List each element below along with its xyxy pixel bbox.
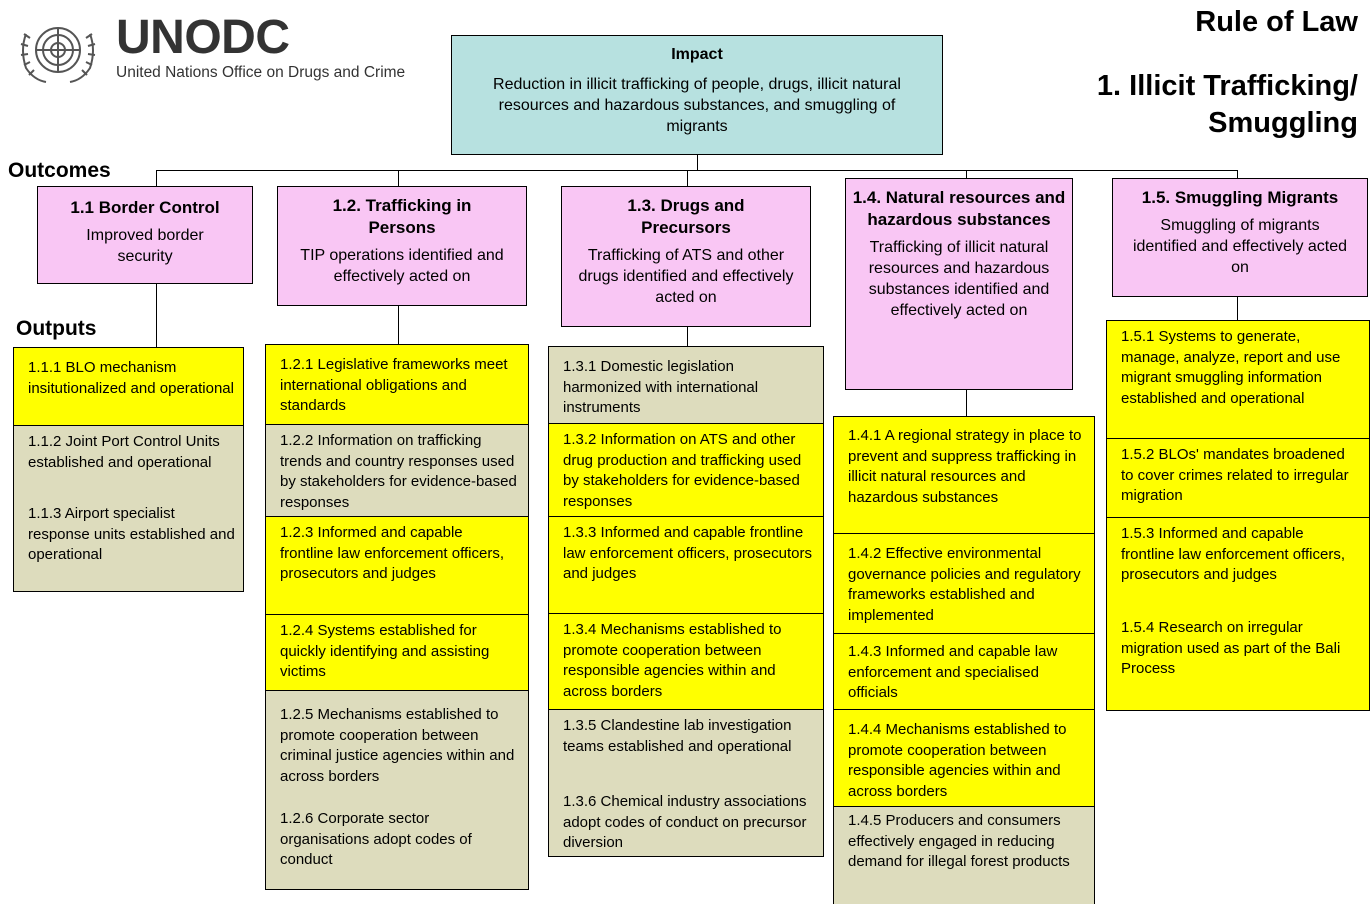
output-item: 1.3.3 Informed and capable frontline law… (549, 517, 823, 614)
output-item: 1.5.2 BLOs' mandates broadened to cover … (1107, 439, 1369, 518)
un-emblem-icon (20, 27, 96, 83)
output-item: 1.4.1 A regional strategy in place to pr… (834, 417, 1094, 534)
outcome-box-5: 1.5. Smuggling Migrants Smuggling of mig… (1112, 178, 1368, 297)
outcome-box-2: 1.2. Trafficking in Persons TIP operatio… (277, 186, 527, 306)
outcome-text: Trafficking of ATS and other drugs ident… (578, 247, 794, 306)
connector-outcome-5 (1237, 170, 1238, 178)
connector-output-3 (687, 327, 688, 346)
output-item: 1.3.5 Clandestine lab investigation team… (549, 710, 823, 786)
outcome-box-3: 1.3. Drugs and Precursors Trafficking of… (561, 186, 811, 327)
output-item: 1.3.4 Mechanisms established to promote … (549, 614, 823, 710)
page-subtitle-line1: 1. Illicit Trafficking/ (1096, 70, 1358, 102)
output-item: 1.4.4 Mechanisms established to promote … (834, 710, 1094, 807)
outcome-heading: 1.1 Border Control (70, 198, 220, 217)
impact-heading: Impact (671, 46, 723, 63)
page-subtitle-line2: Smuggling (1208, 107, 1358, 139)
outcome-text: Smuggling of migrants identified and eff… (1132, 217, 1348, 276)
connector-outcome-3 (687, 170, 688, 186)
outputs-column-1: 1.1.1 BLO mechanism insitutionalized and… (13, 347, 244, 592)
connector-output-5 (1237, 297, 1238, 320)
output-item: 1.3.1 Domestic legislation harmonized wi… (549, 347, 823, 424)
outcome-heading: 1.4. Natural resources and hazardous sub… (852, 188, 1066, 229)
outcome-heading: 1.2. Trafficking in Persons (332, 196, 472, 237)
outcome-box-4: 1.4. Natural resources and hazardous sub… (845, 178, 1073, 390)
connector-impact-down (697, 155, 698, 170)
output-item: 1.2.3 Informed and capable frontline law… (266, 517, 528, 615)
connector-horizontal (156, 170, 1238, 171)
outcome-text: TIP operations identified and effectivel… (300, 247, 504, 285)
impact-text: Reduction in illicit trafficking of peop… (493, 76, 901, 135)
connector-output-4 (966, 390, 967, 416)
connector-output-2 (398, 306, 399, 344)
outcomes-label: Outcomes (8, 159, 111, 182)
output-item: 1.2.2 Information on trafficking trends … (266, 425, 528, 517)
output-item: 1.4.2 Effective environmental governance… (834, 534, 1094, 634)
output-item: 1.2.1 Legislative frameworks meet intern… (266, 345, 528, 425)
output-item: 1.1.3 Airport specialist response units … (14, 498, 243, 591)
outputs-column-4: 1.4.1 A regional strategy in place to pr… (833, 416, 1095, 904)
outcome-text: Trafficking of illicit natural resources… (868, 239, 1050, 319)
outcome-box-1: 1.1 Border Control Improved border secur… (37, 186, 253, 284)
outputs-column-3: 1.3.1 Domestic legislation harmonized wi… (548, 346, 824, 857)
output-item: 1.1.1 BLO mechanism insitutionalized and… (14, 348, 243, 426)
output-item: 1.2.5 Mechanisms established to promote … (266, 691, 528, 803)
output-item: 1.5.4 Research on irregular migration us… (1107, 614, 1369, 710)
connector-outcome-1 (156, 170, 157, 186)
connector-outcome-2 (398, 170, 399, 186)
outputs-column-5: 1.5.1 Systems to generate, manage, analy… (1106, 320, 1370, 711)
connector-output-1 (156, 284, 157, 347)
output-item: 1.4.5 Producers and consumers effectivel… (834, 807, 1094, 904)
outputs-column-2: 1.2.1 Legislative frameworks meet intern… (265, 344, 529, 890)
impact-box: Impact Reduction in illicit trafficking … (451, 35, 943, 155)
output-item: 1.5.3 Informed and capable frontline law… (1107, 518, 1369, 614)
page-title: Rule of Law (1195, 6, 1358, 38)
outcome-heading: 1.5. Smuggling Migrants (1141, 188, 1339, 207)
page-subtitle: 1. Illicit Trafficking/ Smuggling (1097, 68, 1358, 142)
output-item: 1.3.2 Information on ATS and other drug … (549, 424, 823, 517)
output-item: 1.3.6 Chemical industry associations ado… (549, 786, 823, 856)
output-item: 1.4.3 Informed and capable law enforceme… (834, 634, 1094, 710)
output-item: 1.5.1 Systems to generate, manage, analy… (1107, 321, 1369, 439)
output-item: 1.2.6 Corporate sector organisations ado… (266, 803, 528, 889)
outputs-label: Outputs (16, 317, 97, 340)
logo-subtitle: United Nations Office on Drugs and Crime (116, 64, 406, 81)
unodc-logo: UNODC United Nations Office on Drugs and… (16, 11, 456, 86)
outcome-text: Improved border security (86, 227, 204, 265)
logo-name: UNODC (116, 11, 290, 64)
outcome-heading: 1.3. Drugs and Precursors (627, 196, 745, 237)
output-item: 1.2.4 Systems established for quickly id… (266, 615, 528, 691)
connector-outcome-4 (966, 170, 967, 178)
output-item: 1.1.2 Joint Port Control Units establish… (14, 426, 243, 498)
